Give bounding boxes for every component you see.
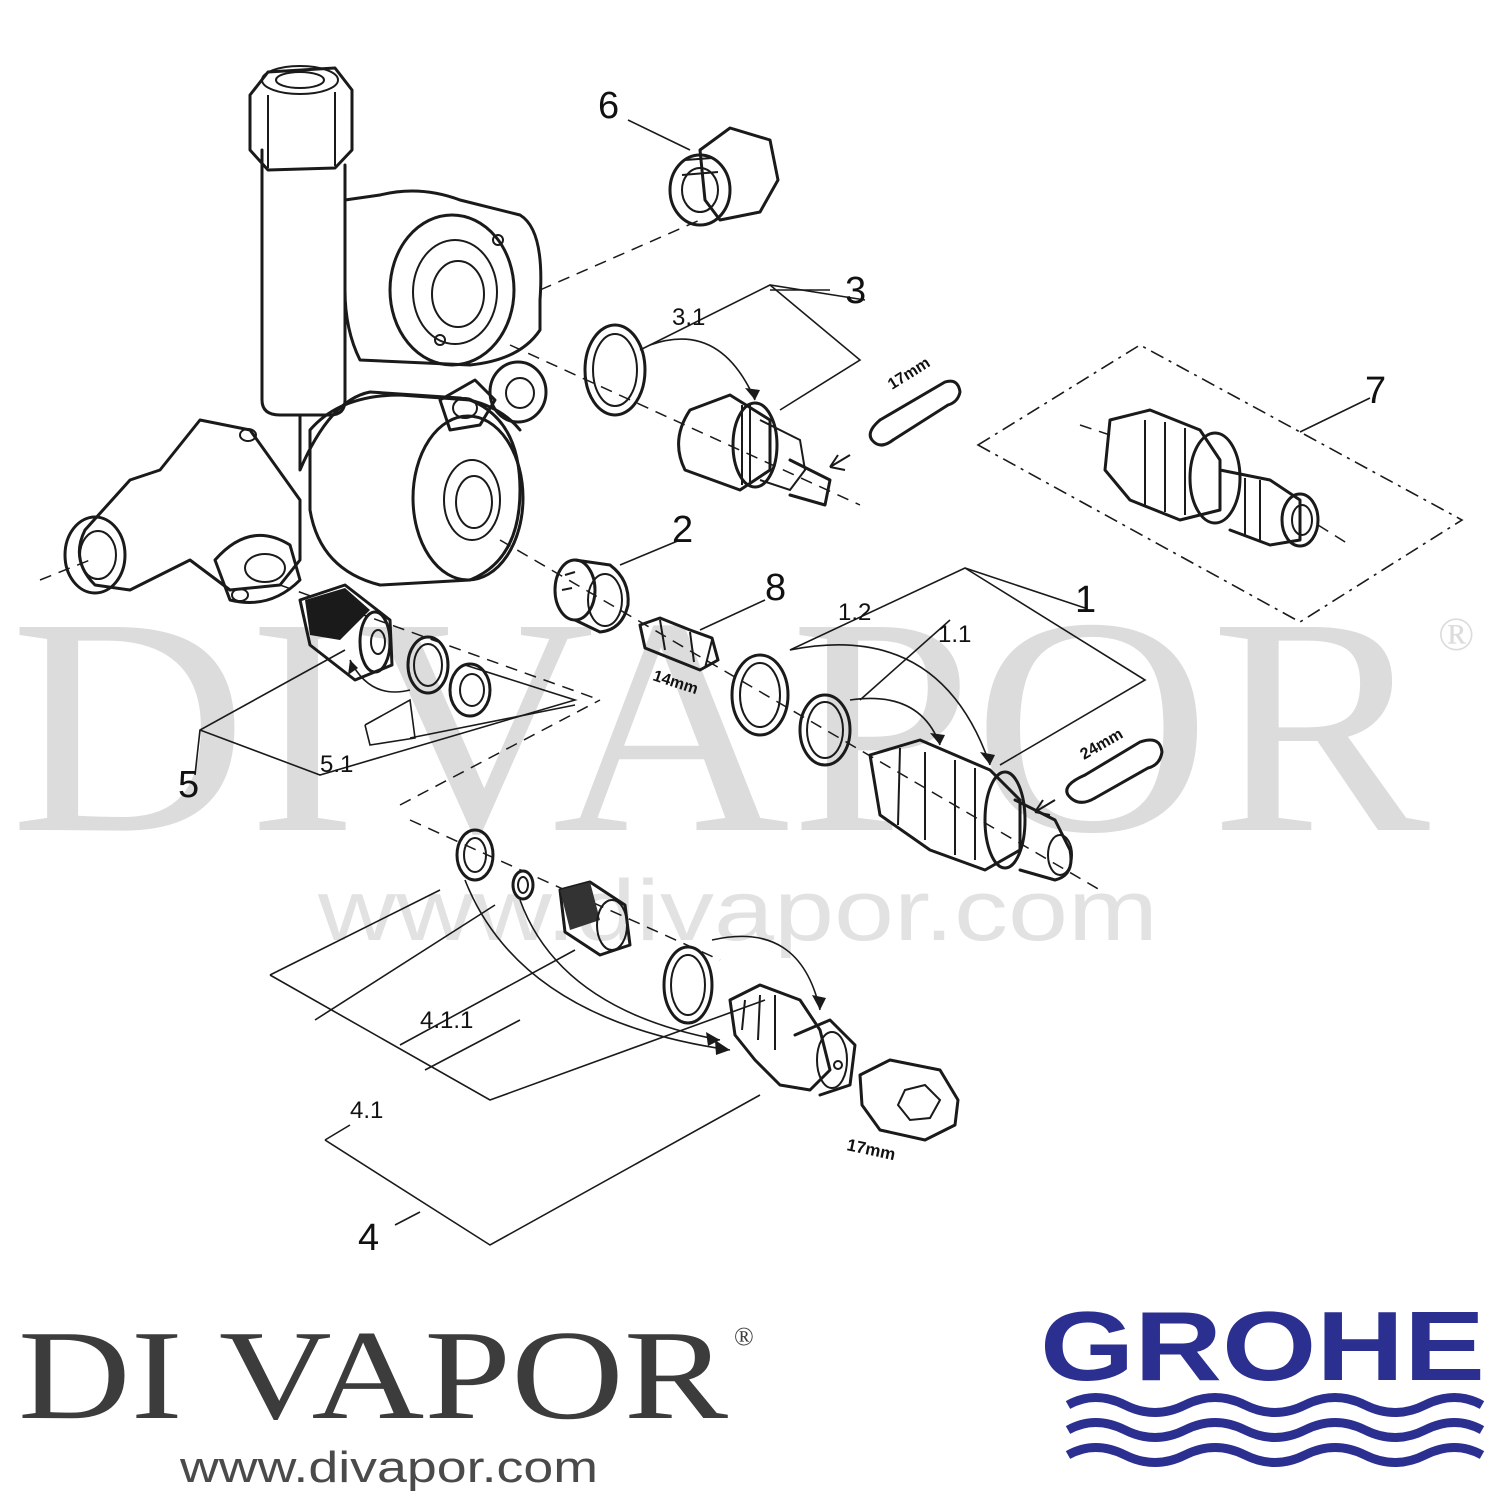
callout-6: 6: [598, 85, 619, 127]
divapor-brand-name: DI VAPOR: [18, 1304, 729, 1446]
grohe-wave-2: [1065, 1418, 1485, 1442]
divapor-registered-mark: ®: [734, 1322, 754, 1351]
part-4-valve-insert: [728, 983, 857, 1097]
callout-1: 1: [1075, 579, 1096, 621]
grohe-wave-1: [1065, 1393, 1485, 1417]
wrench-17mm-top-label: 17mm: [885, 354, 933, 393]
callout-4-1-1: 4.1.1: [420, 1007, 473, 1034]
grohe-logo-text: GROHE: [1040, 1291, 1485, 1401]
callout-1-1: 1.1: [938, 621, 971, 648]
part-1-1-o-ring: [798, 693, 852, 767]
part-4-1-o-ring: [455, 828, 495, 882]
footer-brand-divapor: DI VAPOR ® www.divapor.com: [18, 1304, 754, 1492]
grohe-logo: GROHE: [1040, 1291, 1485, 1467]
watermark-text: DIVAPOR: [10, 555, 1432, 898]
watermark-url: www.divapor.com: [317, 863, 1158, 959]
part-4-group: 17mm: [455, 828, 960, 1164]
divapor-url: www.divapor.com: [179, 1443, 598, 1492]
part-4-1-1-mesh-filter: [558, 880, 632, 957]
part-3-cartridge: [583, 323, 832, 507]
callout-8: 8: [765, 567, 786, 609]
callout-5-1: 5.1: [320, 751, 353, 778]
wrench-17mm-top: 17mm: [829, 354, 962, 471]
part-7-box: [976, 344, 1464, 623]
part-6-plug: [668, 126, 780, 227]
part-7-dashed-frame: [976, 344, 1464, 623]
callout-1-2: 1.2: [838, 599, 871, 626]
part-1-2-o-ring: [730, 653, 790, 737]
callout-5: 5: [178, 764, 199, 806]
callout-3: 3: [845, 270, 866, 312]
watermark: DIVAPOR ® www.divapor.com: [10, 555, 1474, 959]
valve-body: [39, 65, 1101, 961]
callout-4: 4: [358, 1217, 379, 1259]
part-5-filter: [298, 583, 492, 718]
hex-17mm-label: 17mm: [845, 1135, 897, 1164]
part-8-connector: [638, 616, 720, 672]
part-7-cartridge: [1079, 408, 1351, 548]
part-1-cartridge: [730, 653, 1073, 882]
part-3-1-o-ring: [583, 323, 647, 417]
part-5-1-o-ring: [406, 635, 450, 695]
leader-lines: [194, 119, 1371, 1246]
callout-3-1: 3.1: [672, 304, 705, 331]
part-2-ring: [553, 558, 630, 634]
callout-7: 7: [1365, 370, 1386, 412]
watermark-registered: ®: [1438, 608, 1474, 661]
callout-4-1: 4.1: [350, 1097, 383, 1124]
hex-17mm-socket: 17mm: [845, 1058, 960, 1164]
callout-2: 2: [672, 509, 693, 551]
grohe-wave-3: [1065, 1443, 1485, 1467]
